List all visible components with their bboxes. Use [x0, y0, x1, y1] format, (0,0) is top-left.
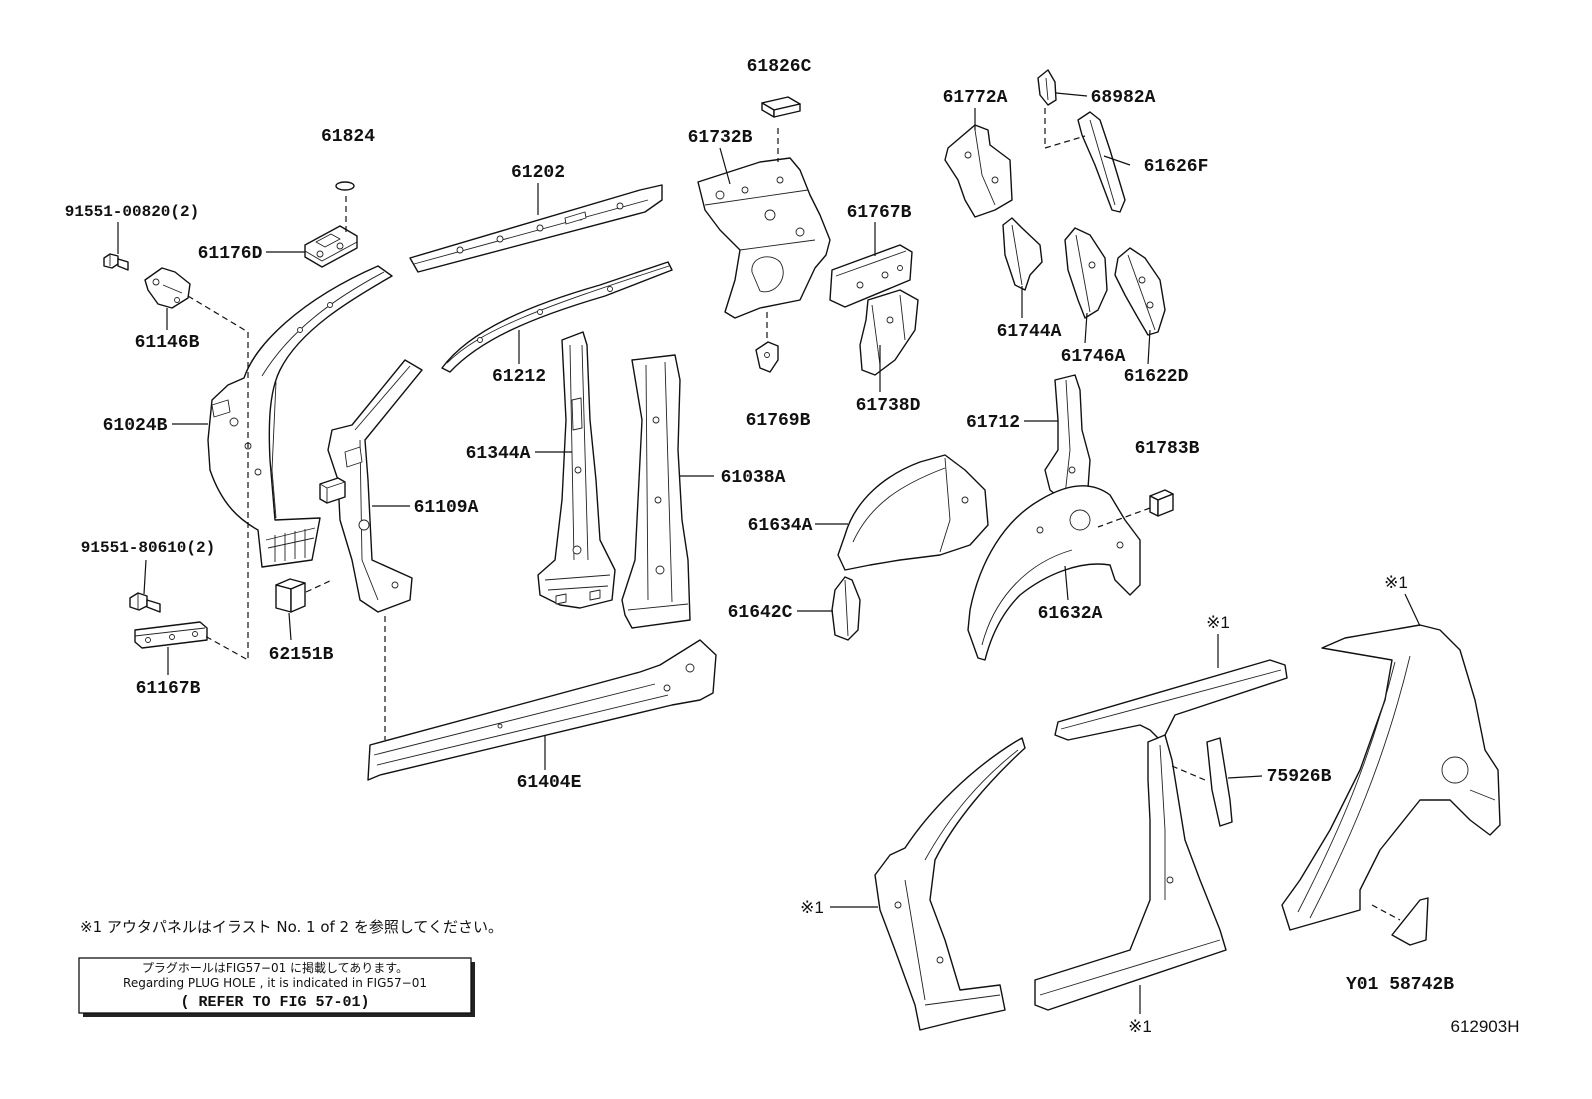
part-61824-drawing	[335, 181, 355, 191]
plug-hole-line-en: Regarding PLUG HOLE , it is indicated in…	[123, 976, 427, 990]
callout-61202[interactable]: 61202	[511, 163, 565, 183]
callout-61632A[interactable]: 61632A	[1038, 604, 1103, 624]
part-61783B-drawing	[1149, 489, 1174, 517]
callout-58742B[interactable]: Y01 58742B	[1346, 975, 1454, 995]
part-61202-drawing	[409, 184, 663, 273]
part-61109A-drawing	[319, 359, 423, 613]
plug-hole-box: プラグホールはFIG57−01 に掲載してあります。 Regarding PLU…	[78, 957, 475, 1017]
part-outer-center-pillar-drawing	[1034, 734, 1227, 1011]
callout-61744A[interactable]: 61744A	[997, 322, 1062, 342]
part-68982A-drawing	[1037, 69, 1057, 106]
part-61746A-drawing	[1064, 227, 1108, 319]
callout-62151B[interactable]: 62151B	[269, 645, 334, 665]
part-61176D-drawing	[304, 225, 358, 268]
leader-line	[1404, 593, 1421, 627]
leader-line	[1147, 329, 1151, 365]
callout-61738D[interactable]: 61738D	[856, 396, 921, 416]
part-61024B-drawing	[207, 265, 393, 568]
leader-line	[1084, 312, 1088, 344]
leader-line	[719, 147, 731, 185]
part-75926B-drawing	[1206, 737, 1233, 827]
callout-61826C[interactable]: 61826C	[747, 57, 812, 77]
leader-line	[288, 612, 292, 641]
callout-61176D[interactable]: 61176D	[198, 244, 263, 264]
part-61642C-drawing	[831, 576, 861, 641]
callout-61767B[interactable]: 61767B	[847, 203, 912, 223]
callout-75926B[interactable]: 75926B	[1267, 767, 1332, 787]
outer-panel-mark-quarter: ※1	[1384, 573, 1408, 592]
callout-61038A[interactable]: 61038A	[721, 468, 786, 488]
part-61626F-drawing	[1077, 111, 1126, 213]
callout-61746A[interactable]: 61746A	[1061, 347, 1126, 367]
part-61622D-drawing	[1114, 247, 1166, 336]
outer-panel-mark-roof-rail: ※1	[1206, 613, 1230, 632]
callout-61212[interactable]: 61212	[492, 367, 546, 387]
callout-61109A[interactable]: 61109A	[414, 498, 479, 518]
callout-61622D[interactable]: 61622D	[1124, 367, 1189, 387]
part-62151B-drawing	[275, 578, 306, 613]
callout-61634A[interactable]: 61634A	[748, 516, 813, 536]
callout-91551-80610[interactable]: 91551-80610(2)	[81, 539, 215, 557]
plug-hole-line-ja: プラグホールはFIG57−01 に掲載してあります。	[142, 960, 408, 975]
leader-line	[1103, 155, 1131, 166]
part-61632A-drawing	[967, 485, 1141, 661]
part-61732B-drawing	[697, 157, 831, 319]
callout-61404E[interactable]: 61404E	[517, 773, 582, 793]
callout-labels: 61826C 61824 61202 61732B 61772A 68982A …	[65, 57, 1520, 1036]
part-61344A-drawing	[537, 331, 616, 609]
part-58742B-drawing	[1391, 897, 1429, 946]
dashed-line	[305, 579, 333, 593]
dashed-line	[187, 295, 249, 662]
callout-61772A[interactable]: 61772A	[943, 88, 1008, 108]
callout-61732B[interactable]: 61732B	[688, 128, 753, 148]
part-61712-drawing	[1044, 374, 1091, 499]
leader-lines	[117, 92, 1421, 1014]
leader-line	[1055, 92, 1088, 97]
leader-line	[1227, 775, 1263, 779]
part-91551-80610-bolt-drawing	[129, 592, 161, 613]
dashed-line	[1044, 108, 1086, 149]
part-61634A-drawing	[837, 454, 989, 571]
outer-panel-mark-front-pillar: ※1	[800, 898, 824, 917]
callout-61824[interactable]: 61824	[321, 127, 375, 147]
callout-61146B[interactable]: 61146B	[135, 333, 200, 353]
callout-61344A[interactable]: 61344A	[466, 444, 531, 464]
part-outer-roof-rail-drawing	[1054, 659, 1288, 741]
figure-code: 612903H	[1450, 1017, 1519, 1036]
part-61772A-drawing	[944, 124, 1013, 218]
callout-61167B[interactable]: 61167B	[136, 679, 201, 699]
part-61769B-drawing	[755, 341, 779, 373]
part-91551-00820-bolt-drawing	[103, 253, 129, 271]
callout-61642C[interactable]: 61642C	[728, 603, 793, 623]
callout-61024B[interactable]: 61024B	[103, 416, 168, 436]
part-61404E-drawing	[367, 639, 717, 781]
part-61826C-drawing	[761, 96, 801, 118]
assembly-dashed-lines	[187, 108, 1401, 921]
leader-line	[1064, 565, 1069, 601]
part-61146B-drawing	[144, 267, 191, 309]
plug-hole-refer: ( REFER TO FIG 57-01)	[180, 994, 369, 1011]
leader-line	[143, 559, 147, 595]
part-61744A-drawing	[1002, 217, 1043, 291]
callout-61712[interactable]: 61712	[966, 413, 1020, 433]
part-outer-quarter-panel-drawing	[1281, 624, 1501, 931]
plug-hole-box-frame	[78, 957, 472, 1014]
callout-68982A[interactable]: 68982A	[1091, 88, 1156, 108]
callout-61626F[interactable]: 61626F	[1144, 157, 1209, 177]
callout-61783B[interactable]: 61783B	[1135, 439, 1200, 459]
part-61038A-drawing	[621, 354, 691, 629]
part-61212-drawing	[441, 261, 673, 373]
part-61167B-drawing	[134, 621, 208, 649]
part-outer-front-pillar-drawing	[874, 737, 1026, 1031]
dashed-line	[1171, 765, 1206, 781]
outer-panel-mark-center-pillar: ※1	[1128, 1017, 1152, 1036]
dashed-line	[1371, 904, 1401, 921]
callout-61769B[interactable]: 61769B	[746, 411, 811, 431]
callout-91551-00820[interactable]: 91551-00820(2)	[65, 203, 199, 221]
outer-panel-note: ※1 アウタパネルはイラスト No. 1 of 2 を参照してください。	[80, 918, 503, 936]
part-61738D-drawing	[859, 289, 919, 376]
part-61767B-drawing	[829, 244, 913, 308]
